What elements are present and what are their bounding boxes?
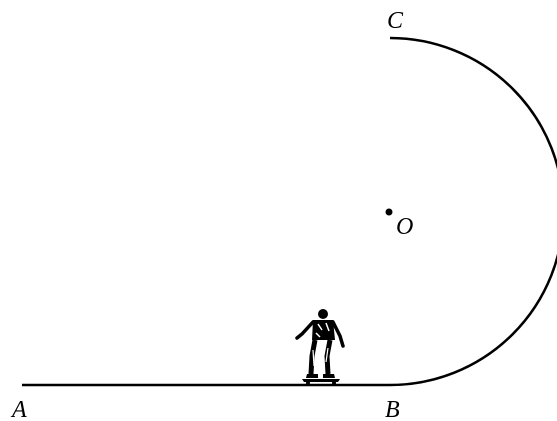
label-b: B	[385, 397, 400, 421]
label-a: A	[10, 397, 27, 421]
label-c: C	[387, 8, 404, 34]
center-point-o	[385, 208, 393, 216]
semicircle-track-bc	[389, 36, 557, 387]
label-o: O	[396, 214, 413, 240]
skateboarder-icon	[295, 309, 345, 385]
